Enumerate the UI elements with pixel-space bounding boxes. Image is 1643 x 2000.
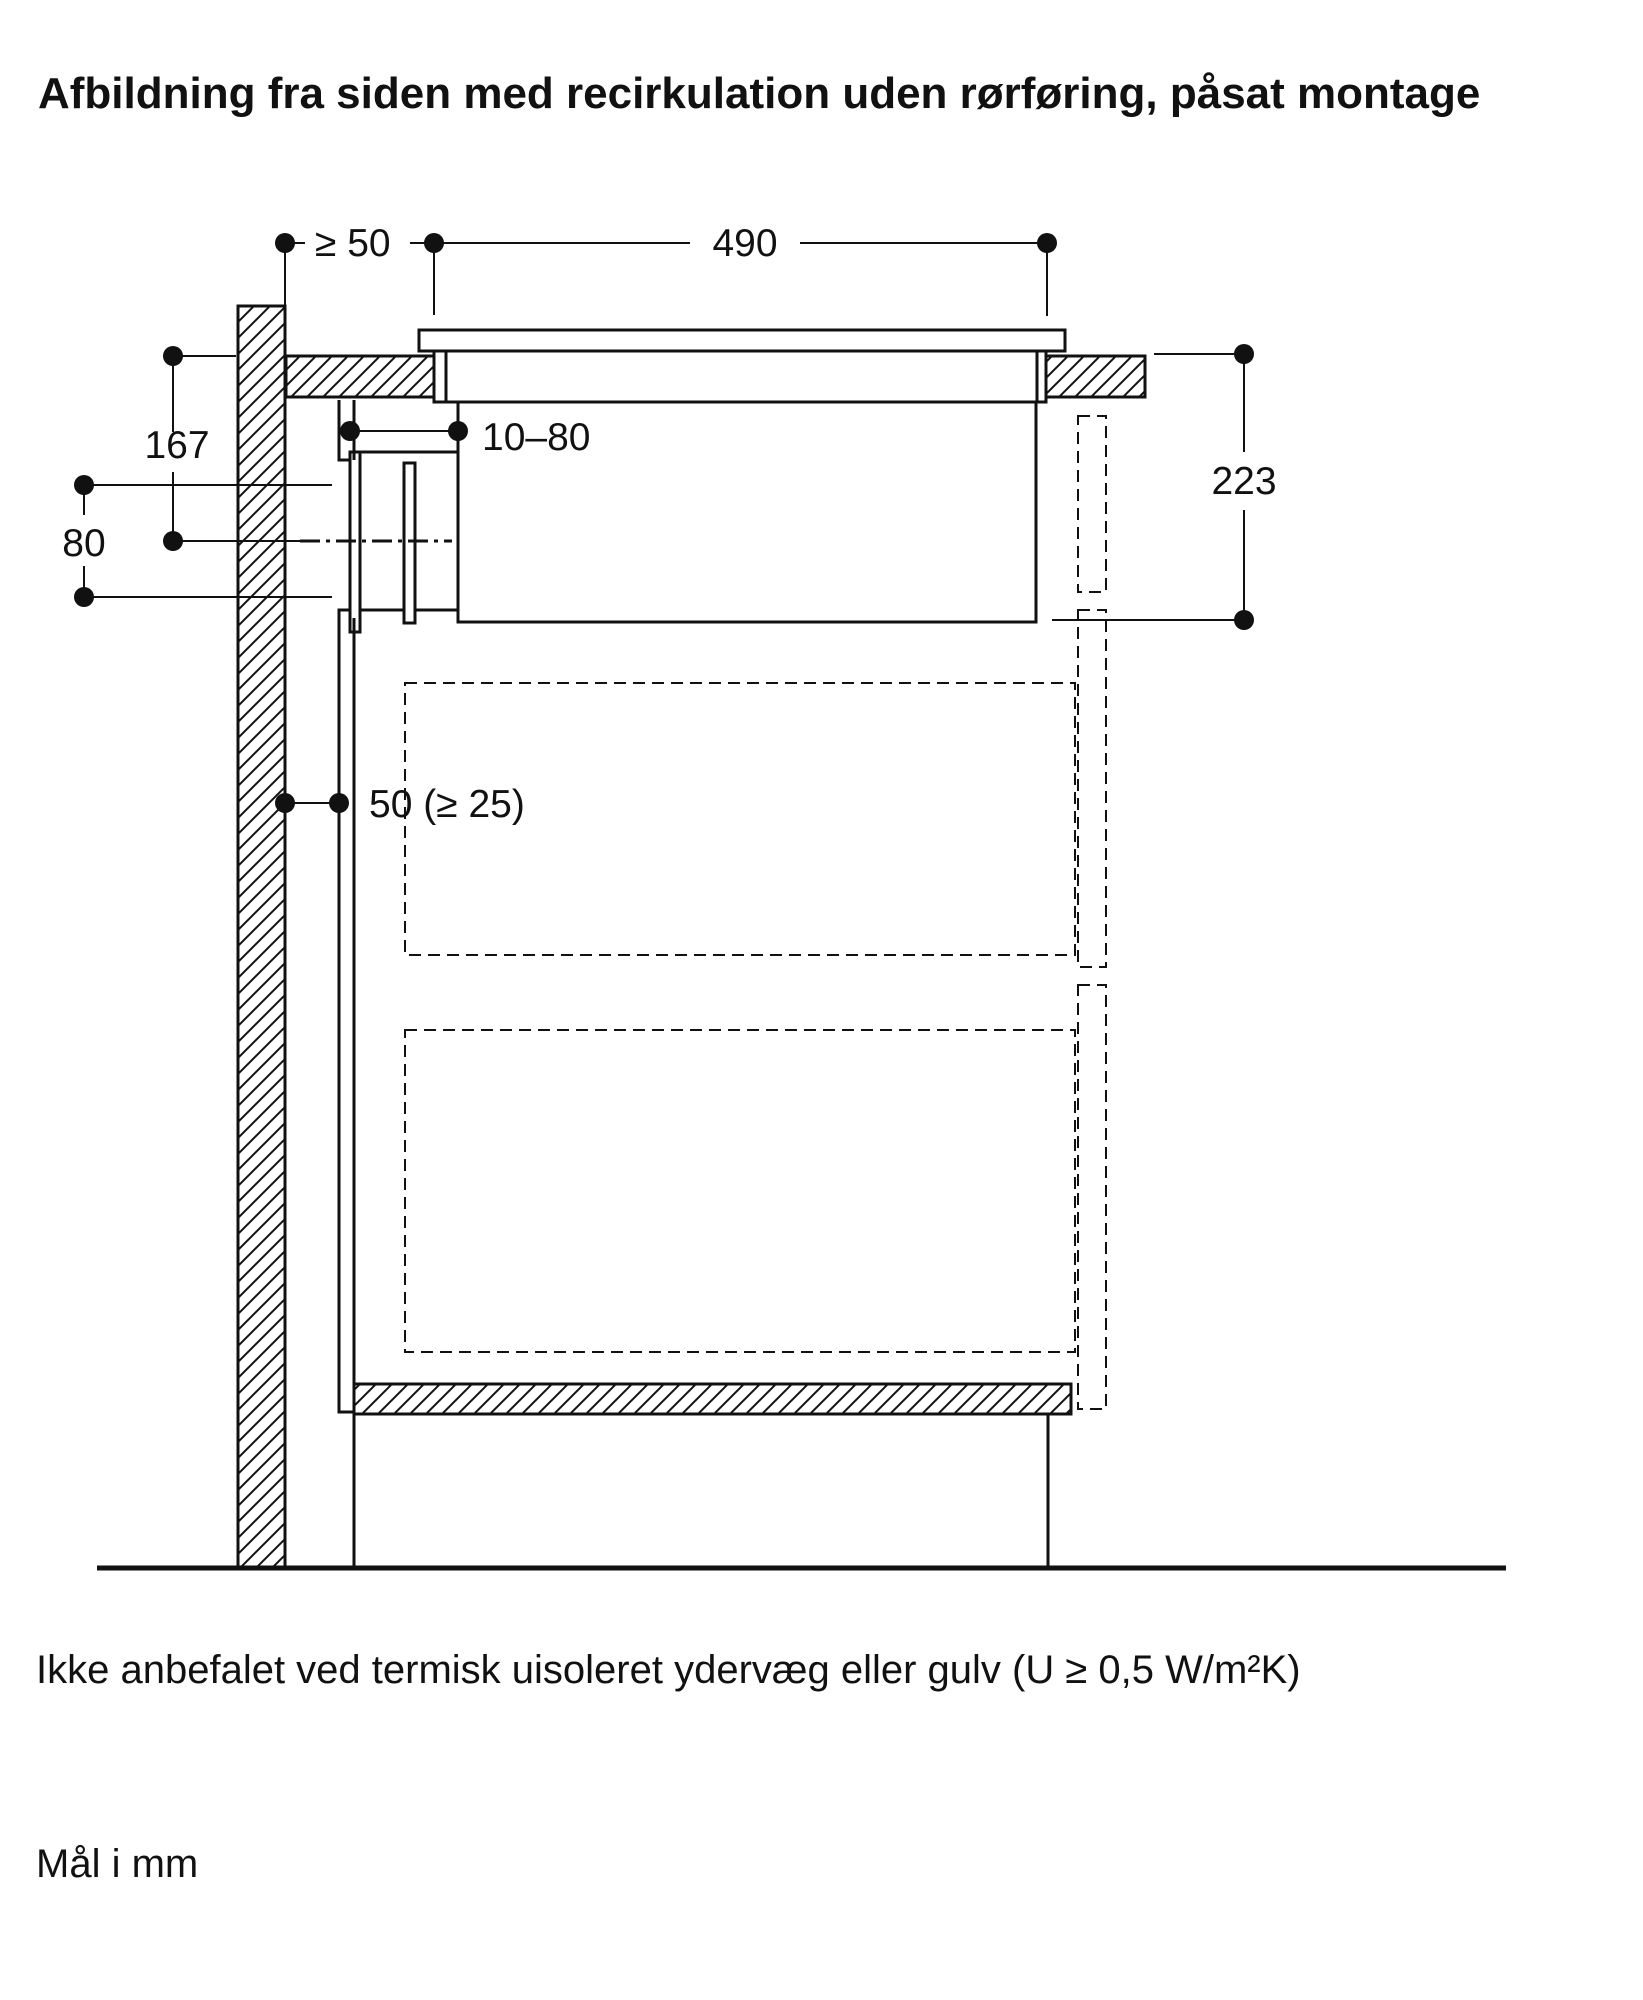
duct-flange [402, 461, 417, 625]
dim-label-depth: 490 [712, 222, 777, 265]
dim-label-rear-gap: 50 (≥ 25) [369, 783, 525, 826]
hob-body [456, 400, 1038, 624]
page-title: Afbildning fra siden med recirkulation u… [38, 69, 1481, 118]
cooktop-frame [432, 349, 1048, 404]
front-panel-2 [1077, 609, 1107, 968]
worktop-left [284, 354, 436, 399]
front-panel-3 [1077, 984, 1107, 1410]
drawer-lower [404, 1029, 1076, 1353]
thermal-note: Ikke anbefalet ved termisk uisoleret yde… [36, 1648, 1301, 1692]
dim-label-height-right: 223 [1211, 460, 1276, 503]
dim-label-offset: 10–80 [482, 416, 590, 459]
dim-label-duct-height: 80 [62, 522, 105, 565]
cooktop-glass [417, 328, 1067, 353]
dim-label-wall-gap: ≥ 50 [315, 222, 391, 265]
drawer-upper [404, 682, 1076, 956]
dim-label-height-left: 167 [144, 424, 209, 467]
cabinet-floor [352, 1382, 1073, 1416]
cabinet-back-panel [337, 400, 354, 1414]
worktop-right [1044, 354, 1147, 399]
dimension-lines [83, 242, 1245, 804]
wall [236, 304, 287, 1570]
front-panel-1 [1077, 415, 1107, 593]
dimension-dots [74, 233, 1254, 813]
units-note: Mål i mm [36, 1842, 199, 1886]
